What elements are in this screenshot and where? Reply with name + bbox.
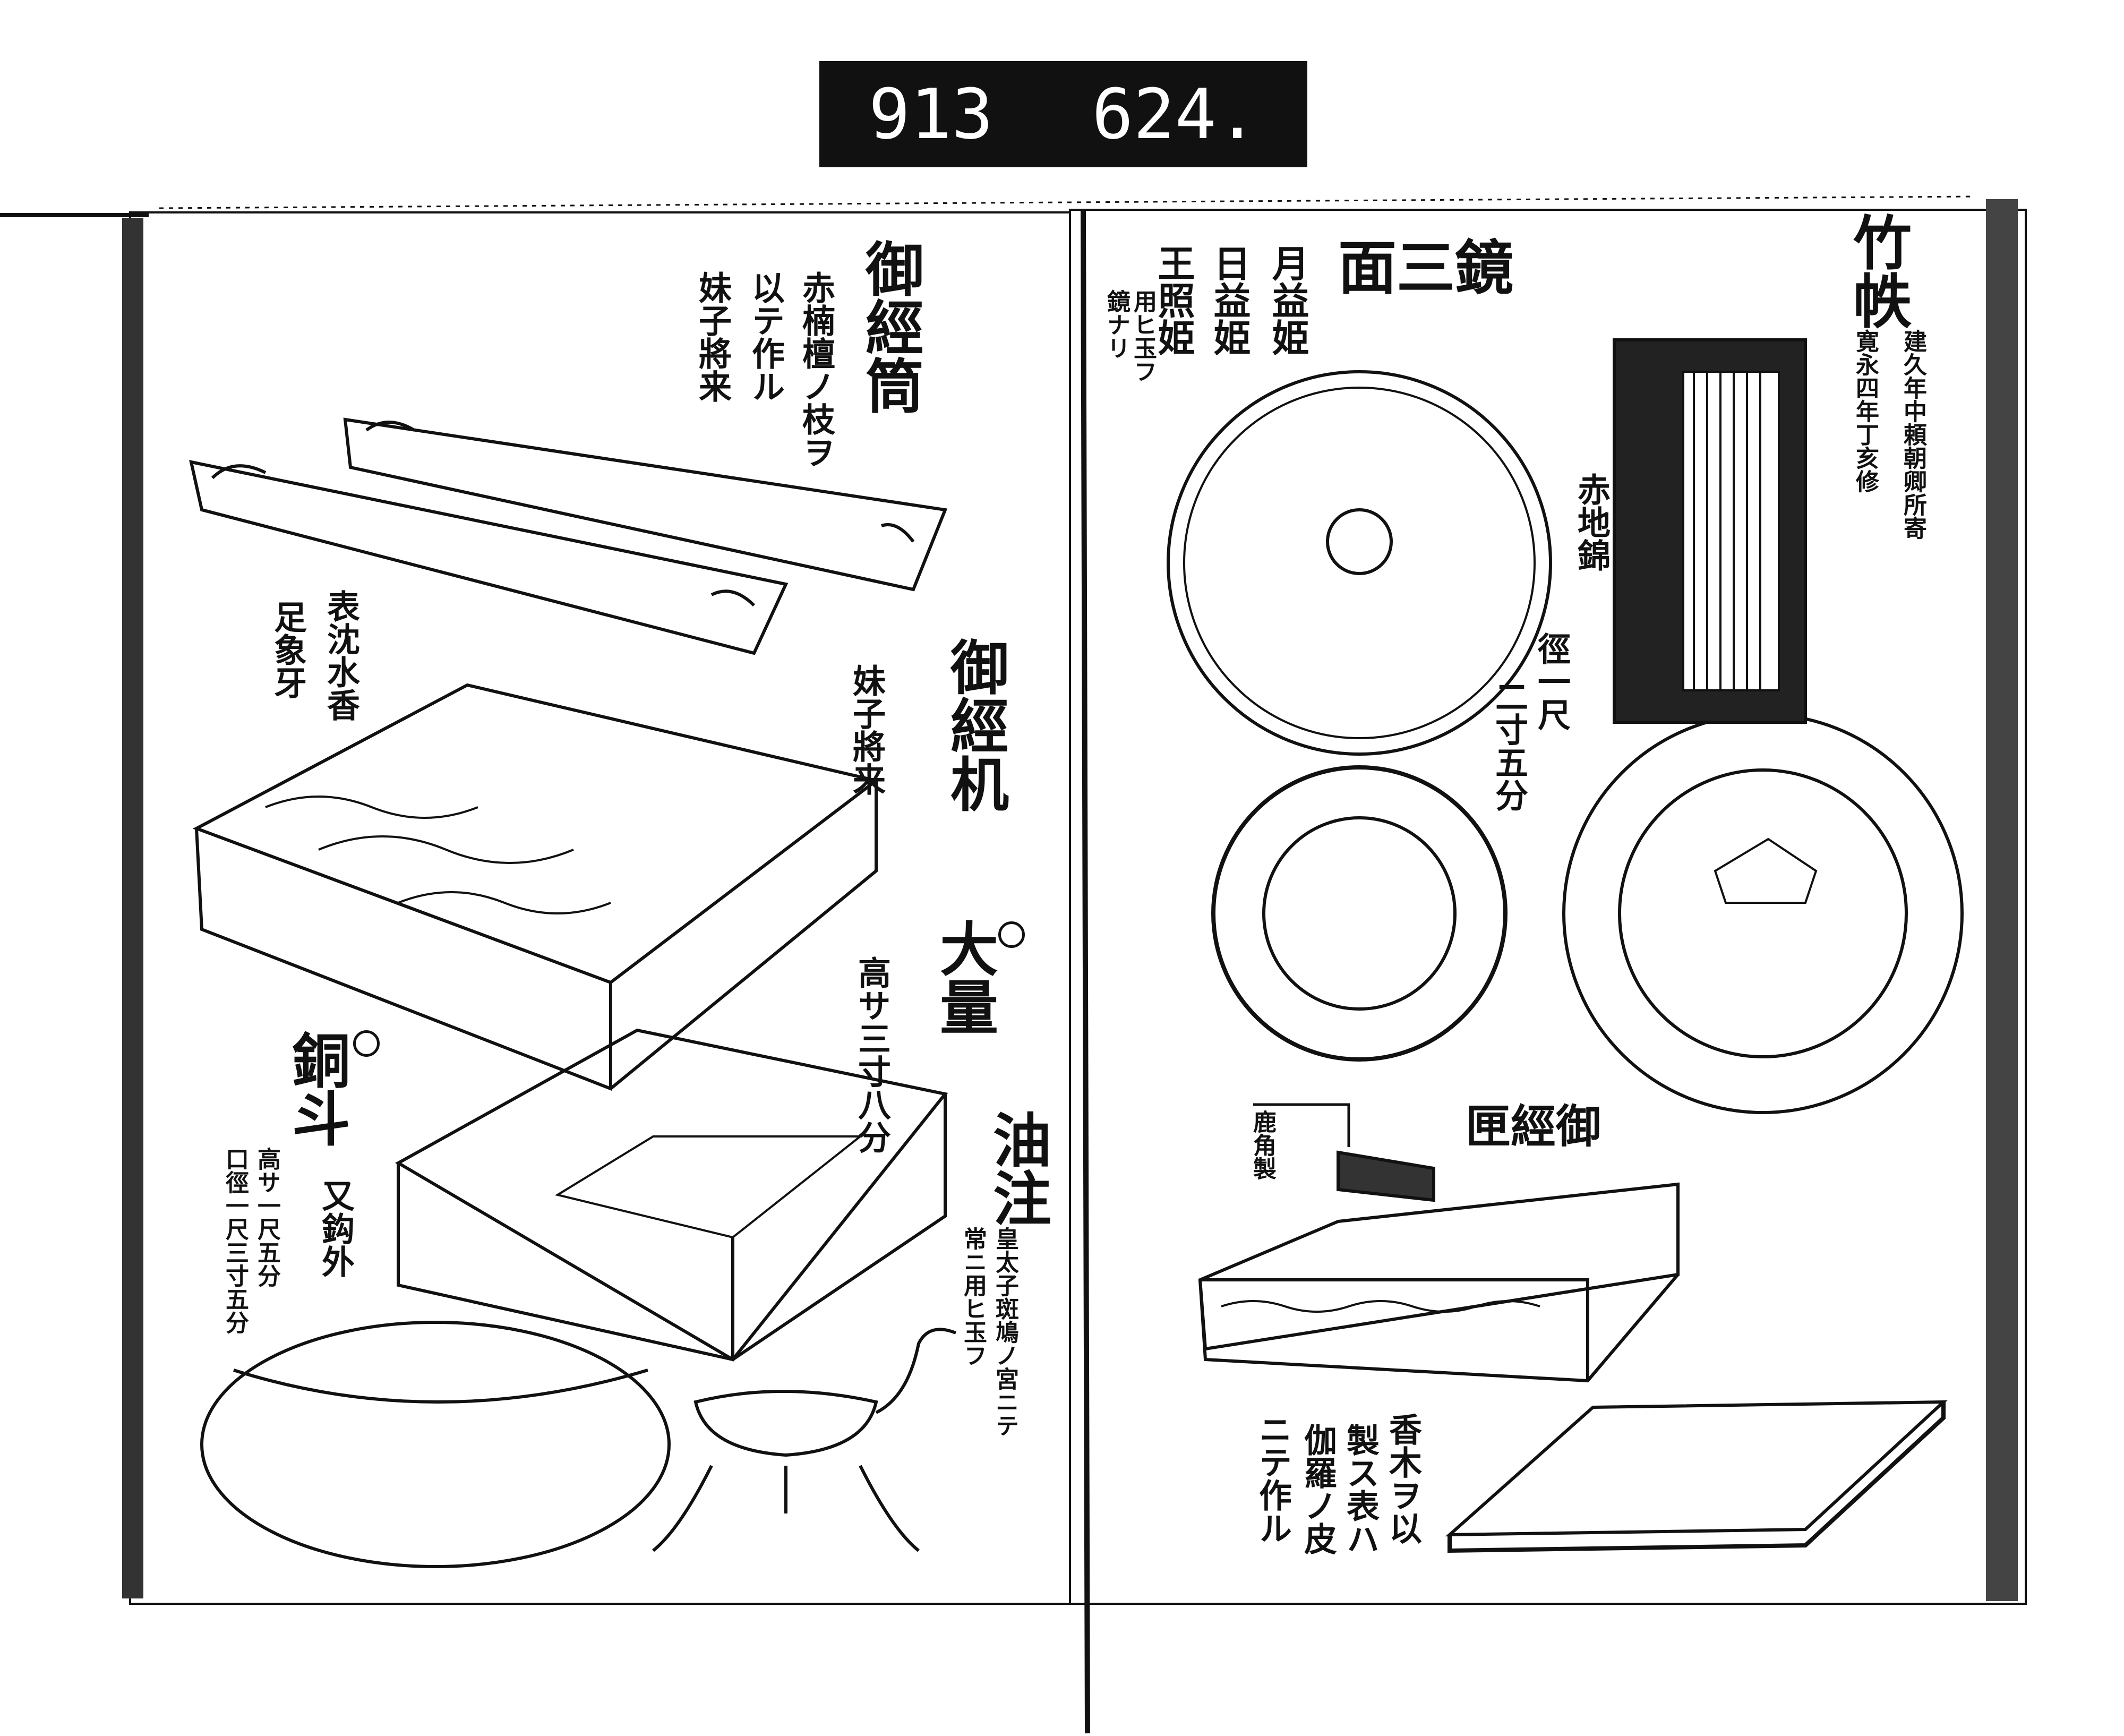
mirror-name-2: 日益姫 [1207,244,1252,356]
chitsu-fabric: 赤地錦 [1572,473,1611,571]
yuchu-note-1: 皇太子斑鳩ノ宮ニテ [991,1227,1018,1437]
doto-note-1: 又鈎外 [316,1179,355,1278]
mirror-size-2: 二寸五分 [1489,680,1528,811]
catalog-number-left: 913 [868,74,994,155]
kyobako-note-3: 伽羅ノ皮 [1298,1423,1337,1555]
doto-title: 銅斗 [282,1030,350,1147]
mirror-name-3: 王照姫 [1152,244,1196,356]
sutra-case-drawing [1198,1103,1948,1553]
kyobako-tag: 鹿角製 [1249,1110,1276,1180]
kyobako-note-4: ニテ作ル [1253,1413,1292,1544]
sutra-tube-drawing [189,417,948,655]
chitsu-title: 竹帙 [1843,212,1912,329]
sutra-desk-drawing [192,683,880,1091]
ooryo-title: 大量 [930,919,998,1036]
yuchu-note-2: 常ニ用ヒ玉フ [960,1227,987,1367]
mirrors-note-2: 鏡ナリ [1103,289,1130,360]
mirrors-note-1: 用ヒ玉フ [1129,289,1157,383]
book-edges [0,195,2027,1734]
kyobako-title: 御經匣 [1466,1100,1601,1153]
material-note-1: 表沈水香 [321,589,360,721]
mirror-size-1: 徑一尺 [1532,632,1571,731]
mirror-name-1: 月益姫 [1266,244,1310,356]
copper-bowl-drawing [200,1321,671,1568]
circle-mark [353,1030,380,1057]
kyobako-note-1: 香木ヲ以 [1383,1413,1422,1544]
bamboo-wrapper-drawing [1613,338,1807,724]
doto-note-2: 高サ一尺五分 [253,1147,280,1287]
kyozutsu-note-3: 妹子將来 [693,271,732,403]
circle-mark [998,921,1025,948]
material-note-2: 足象牙 [268,600,307,699]
doto-note-3: 口徑一尺三寸五分 [221,1147,249,1334]
catalog-number-right: 624. [1092,74,1258,155]
kyozukue-note: 妹子將来 [847,664,886,796]
oil-pourer-drawing [652,1328,957,1552]
kyozukue-title: 御經机 [940,637,1009,813]
kyozutsu-note-1: 赤楠檀ノ枝ヲ [796,271,835,468]
measure-box-drawing [395,1028,948,1362]
chitsu-note-1: 建久年中頼朝卿所寄 [1899,329,1926,540]
kyobako-note-2: 製ス表ハ [1341,1423,1380,1555]
yuchu-title: 油注 [983,1110,1051,1227]
kyozutsu-note-2: 以テ作ル [746,271,785,403]
ooryo-note: 高サ三寸八分 [852,956,891,1153]
chitsu-note-2: 寛永四年丁亥修 [1852,329,1879,493]
mirrors-title: 鏡三面 [1338,234,1513,302]
catalog-number-label: 913 624. [819,61,1307,167]
mirror-drawings [1167,370,1964,1114]
kyozutsu-title: 御經筒 [855,239,924,414]
